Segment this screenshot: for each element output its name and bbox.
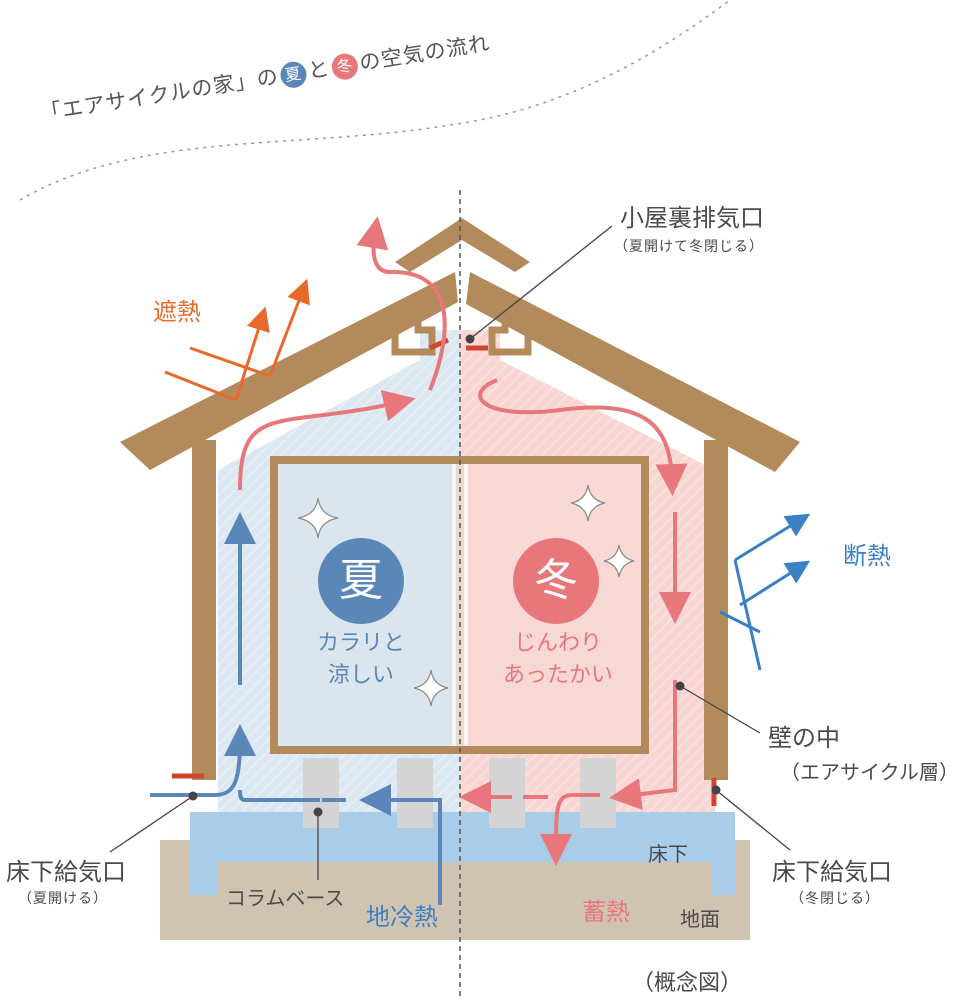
left-wall [192, 440, 216, 780]
attic-vent-label: 小屋裏排気口 [620, 204, 764, 232]
wall-inside-note: （エアサイクル層） [780, 760, 959, 784]
ground-cool-label: 地冷熱 [366, 903, 438, 931]
winter-airflow-wall-2 [609, 680, 677, 810]
summer-airflow-ground [359, 784, 442, 905]
sparkle-3 [570, 484, 606, 522]
insulation-ray-1 [733, 559, 762, 671]
column-1 [303, 758, 339, 828]
column-base-label: コラムベース [226, 886, 345, 910]
winter-airflow-storage [540, 793, 600, 866]
winter-line-2: あったかい [502, 663, 613, 688]
attic-vent-note: （夏開けて冬閉じる） [614, 239, 764, 255]
title-summer-badge: 夏 [278, 59, 309, 90]
insulation-label: 断熱 [843, 542, 891, 570]
summer-airflow-exhaust [356, 216, 447, 391]
winter-badge: 冬 [513, 538, 599, 624]
summer-badge: 夏 [318, 538, 404, 624]
wall-inside-label: 壁の中 [768, 724, 840, 752]
sparkle-4 [603, 544, 635, 578]
under-floor-label: 床下 [648, 842, 688, 866]
winter-description: じんわり あったかい [488, 628, 628, 692]
winter-line-1: じんわり [513, 631, 602, 656]
summer-line-2: 涼しい [327, 663, 394, 688]
summer-description: カラリと 涼しい [296, 628, 426, 692]
title-divider [19, 0, 731, 201]
foundation [190, 812, 735, 895]
floor-vent-right-label: 床下給気口 [772, 858, 892, 886]
insulation-ray-2 [719, 610, 761, 634]
floor-vent-left-note: （夏開ける） [18, 891, 108, 907]
concept-label: （概念図） [632, 971, 743, 996]
title-and: と [306, 56, 332, 84]
heat-shield-ray-1 [164, 370, 237, 402]
summer-airflow-ceiling [238, 390, 416, 491]
winter-airflow-ceiling [478, 378, 688, 496]
floor-vent-left-label: 床下給気口 [6, 858, 126, 886]
summer-airflow-in [150, 724, 256, 797]
heat-shield-ray-2 [189, 346, 271, 378]
heat-storage-label: 蓄熱 [582, 898, 630, 926]
sparkle-2 [413, 669, 449, 707]
right-wall [704, 440, 728, 780]
roof-left [120, 272, 458, 470]
heat-shield-label: 遮熱 [153, 298, 201, 326]
column-2 [397, 758, 433, 828]
roof-cap [395, 218, 530, 272]
title-winter-badge: 冬 [329, 51, 360, 82]
ground-label: 地面 [680, 907, 720, 931]
sparkle-1 [297, 497, 339, 539]
column-3 [489, 758, 525, 828]
floor-vent-right-note: （冬閉じる） [790, 891, 880, 907]
roof-right [466, 272, 800, 472]
summer-airflow-under [238, 789, 320, 802]
summer-line-1: カラリと [316, 631, 405, 656]
